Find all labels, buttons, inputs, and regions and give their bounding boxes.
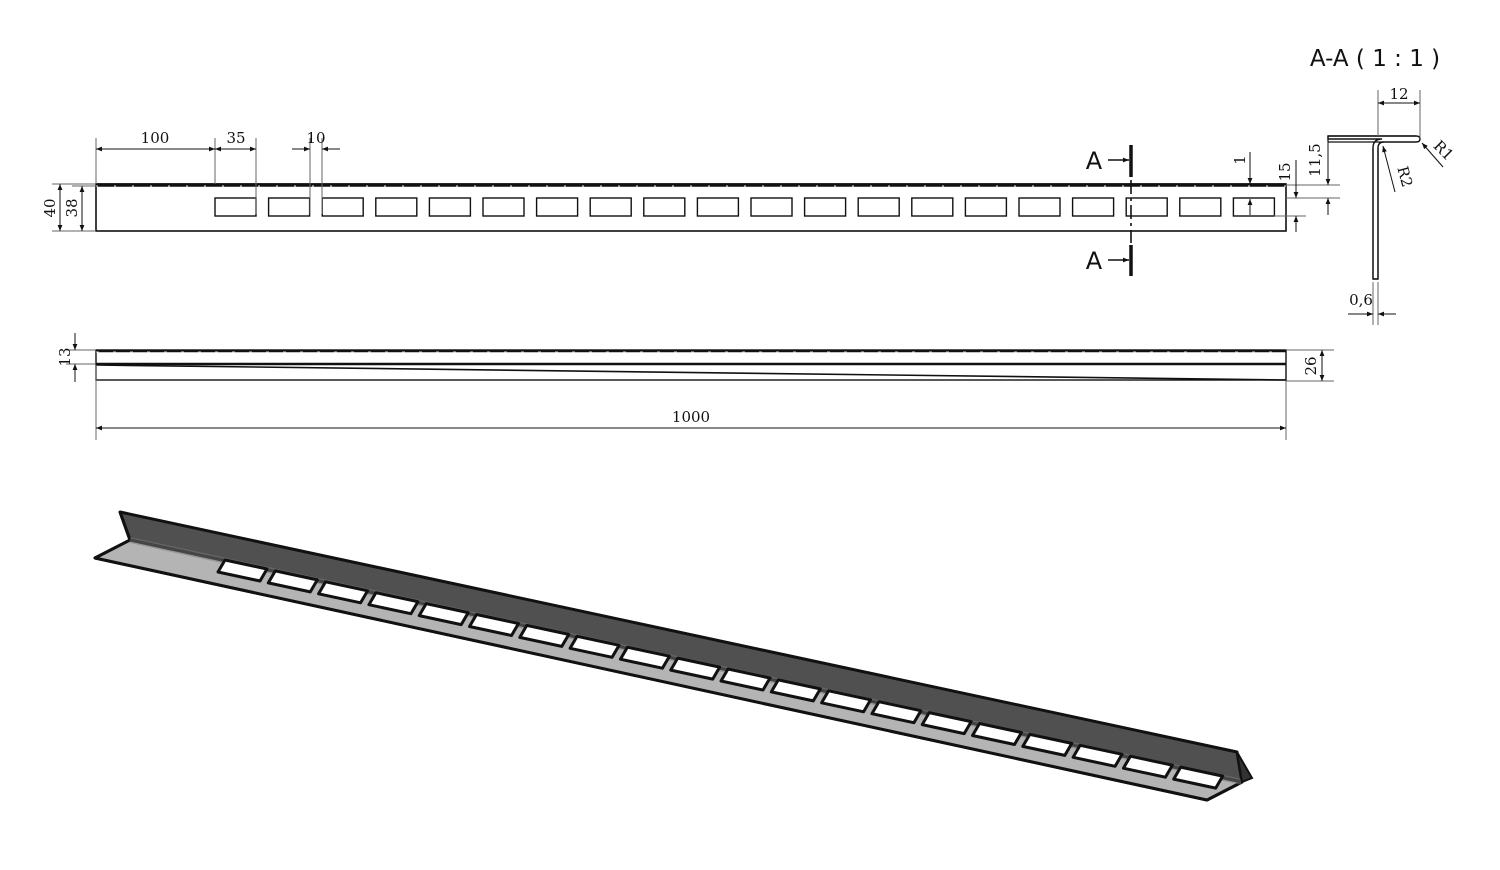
slot [964, 197, 1008, 217]
slot [321, 197, 364, 217]
iso-slot [618, 645, 671, 670]
dim-flange-width-label: 12 [1389, 85, 1408, 103]
slot [428, 197, 472, 217]
dim-start-offset-label: 100 [141, 129, 170, 147]
dim-slot-span-label: 15 [1276, 162, 1294, 181]
iso-slot [820, 689, 873, 714]
slot [214, 197, 257, 217]
slot [375, 197, 418, 217]
iso-slot [870, 700, 923, 725]
slot [482, 197, 525, 217]
iso-slot [669, 656, 722, 681]
front-view-outline [95, 183, 1287, 232]
front-view: 100 35 10 40 38 1 [41, 129, 1340, 276]
isometric-view [93, 510, 1254, 802]
iso-slot [518, 623, 571, 648]
iso-slot [1021, 732, 1074, 757]
slot [911, 197, 954, 217]
top-view-taper-line [95, 364, 1287, 381]
dim-right-height-label: 26 [1302, 356, 1320, 375]
iso-slot [568, 634, 621, 659]
iso-slot [769, 678, 822, 703]
iso-slot [1121, 754, 1174, 779]
iso-slot [920, 711, 973, 736]
dim-total-height-label: 40 [41, 198, 59, 217]
iso-slot [266, 569, 319, 594]
dim-top-to-slot-label: 1 [1231, 155, 1249, 165]
dim-slot-offset-label: 11,5 [1306, 143, 1324, 176]
slot [643, 197, 686, 217]
iso-slot [417, 602, 470, 627]
section-profile [1327, 135, 1421, 280]
iso-slot [971, 722, 1023, 746]
iso-top-flange [118, 510, 1244, 784]
front-view-slots [214, 197, 1276, 217]
iso-slot [216, 558, 269, 583]
slot [1018, 197, 1061, 217]
top-view: 13 26 1000 [56, 333, 1334, 440]
dim-r2-label: R2 [1393, 164, 1416, 189]
dim-length-label: 1000 [672, 408, 710, 426]
section-marker-top: A [1086, 147, 1103, 175]
dim-left-height-label: 13 [56, 347, 74, 366]
iso-slot [468, 613, 520, 637]
slot [1071, 197, 1115, 217]
slot [589, 197, 632, 217]
dim-start-offset: 100 [95, 129, 216, 184]
dim-slot-gap-label: 10 [306, 129, 325, 147]
dim-inner-height-label: 38 [63, 198, 81, 217]
iso-slot [317, 580, 370, 605]
iso-end-cap [1236, 751, 1254, 784]
iso-slot [1071, 743, 1124, 768]
section-title: A-A ( 1 : 1 ) [1310, 46, 1440, 72]
dim-heights: 40 38 [41, 183, 96, 232]
iso-slot [367, 591, 420, 616]
iso-slot [1172, 765, 1225, 790]
slot [267, 197, 311, 217]
slot [1232, 197, 1276, 217]
dim-slot-length-label: 35 [226, 129, 245, 147]
dim-thickness-label: 0,6 [1349, 291, 1373, 309]
slot [803, 197, 847, 217]
slot [750, 197, 793, 217]
dim-right-side: 1 15 11,5 [1231, 140, 1340, 232]
section-marker-bottom: A [1086, 247, 1103, 275]
section-cut-line: A A [1086, 145, 1133, 276]
iso-view-slots [216, 558, 1225, 790]
slot [535, 197, 579, 217]
slot [696, 197, 740, 217]
slot [1125, 197, 1168, 217]
dim-r1-label: R1 [1430, 137, 1457, 164]
iso-slot [719, 667, 772, 692]
slot [857, 197, 900, 217]
slot [1179, 197, 1222, 217]
dim-slot-gap: 10 [292, 129, 340, 214]
dim-slot-length: 35 [215, 129, 257, 214]
